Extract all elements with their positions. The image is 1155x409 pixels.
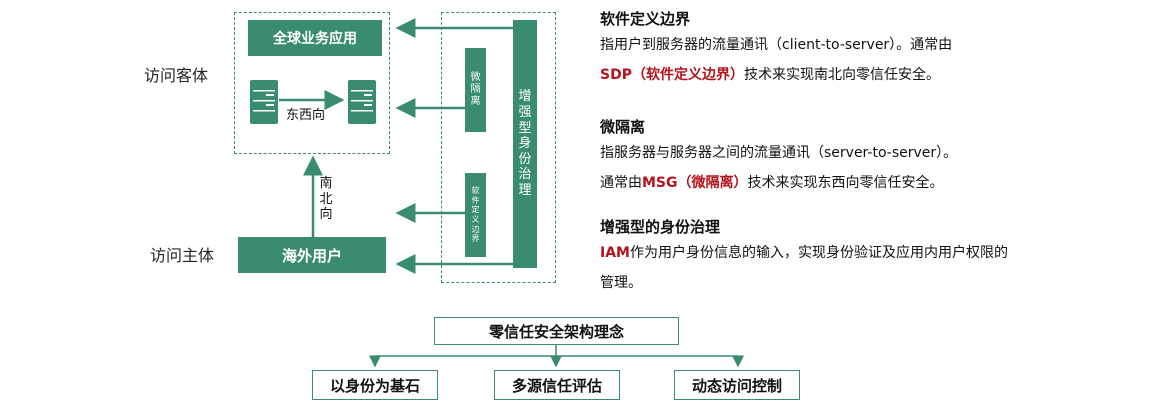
msg-heading: 微隔离 xyxy=(600,118,646,136)
identity-governance-bar: 增强型身份治理 xyxy=(513,20,537,268)
overseas-user-box: 海外用户 xyxy=(238,237,386,273)
identity-foundation-box: 以身份为基石 xyxy=(312,370,438,400)
zero-trust-title-box: 零信任安全架构理念 xyxy=(434,317,679,345)
visit-object-container xyxy=(234,12,390,154)
security-layer-container xyxy=(441,12,556,283)
global-app-box: 全球业务应用 xyxy=(248,20,382,56)
server-icon xyxy=(348,80,376,124)
msg-highlight: MSG（微隔离） xyxy=(642,175,748,191)
visit-subject-label: 访问主体 xyxy=(150,246,215,265)
sdp-highlight: SDP（软件定义边界） xyxy=(600,67,744,83)
sdp-description: 指用户到服务器的流量通讯（client-to-server）。通常由 SDP（软… xyxy=(600,37,953,83)
msg-description: 指服务器与服务器之间的流量通讯（server-to-server）。 通常由MS… xyxy=(600,145,958,191)
access-control-box: 动态访问控制 xyxy=(674,370,800,400)
iam-description: IAM作为用户身份信息的输入，实现身份验证及应用内用户权限的管理。 xyxy=(600,245,1008,291)
sdp-heading: 软件定义边界 xyxy=(600,10,691,28)
trust-evaluation-box: 多源信任评估 xyxy=(494,370,620,400)
micro-isolation-box: 微隔离 xyxy=(465,48,486,132)
iam-heading: 增强型的身份治理 xyxy=(600,218,721,236)
north-south-label: 南北向 xyxy=(319,176,333,223)
visit-object-label: 访问客体 xyxy=(144,66,209,85)
east-west-label: 东西向 xyxy=(286,108,326,123)
server-icon xyxy=(250,80,278,124)
iam-highlight: IAM xyxy=(600,245,630,261)
sdp-box: 软件定义边界 xyxy=(465,173,486,257)
